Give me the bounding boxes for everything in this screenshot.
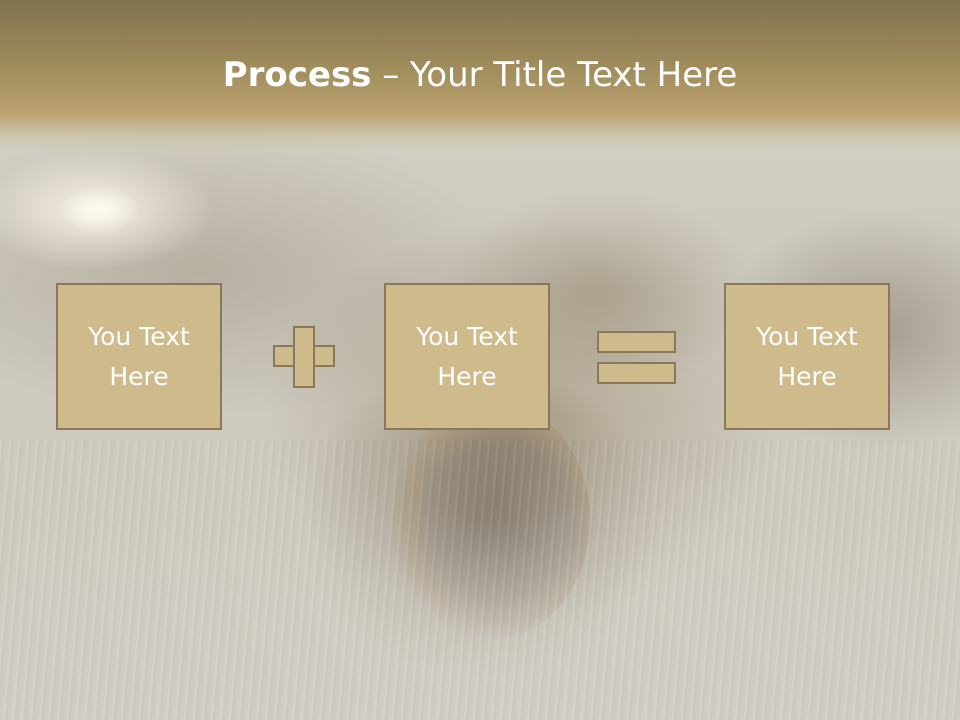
plus-center — [295, 347, 313, 365]
equals-bottom-bar — [597, 362, 676, 384]
text-box-2[interactable]: You Text Here — [384, 283, 550, 430]
plus-icon — [273, 326, 335, 388]
equals-top-bar — [597, 331, 676, 353]
equals-icon — [597, 331, 676, 384]
text-box-2-label: You Text Here — [416, 321, 518, 391]
header-band — [0, 0, 960, 150]
title-rest: – Your Title Text Here — [371, 55, 738, 95]
text-box-1[interactable]: You Text Here — [56, 283, 222, 430]
slide-title[interactable]: Process – Your Title Text Here — [0, 50, 960, 100]
text-box-3-label: You Text Here — [756, 321, 858, 391]
background-wood-surface — [0, 440, 960, 720]
text-box-1-label: You Text Here — [88, 321, 190, 391]
title-bold: Process — [222, 55, 372, 95]
background-highlight — [60, 185, 140, 235]
text-box-3[interactable]: You Text Here — [724, 283, 890, 430]
